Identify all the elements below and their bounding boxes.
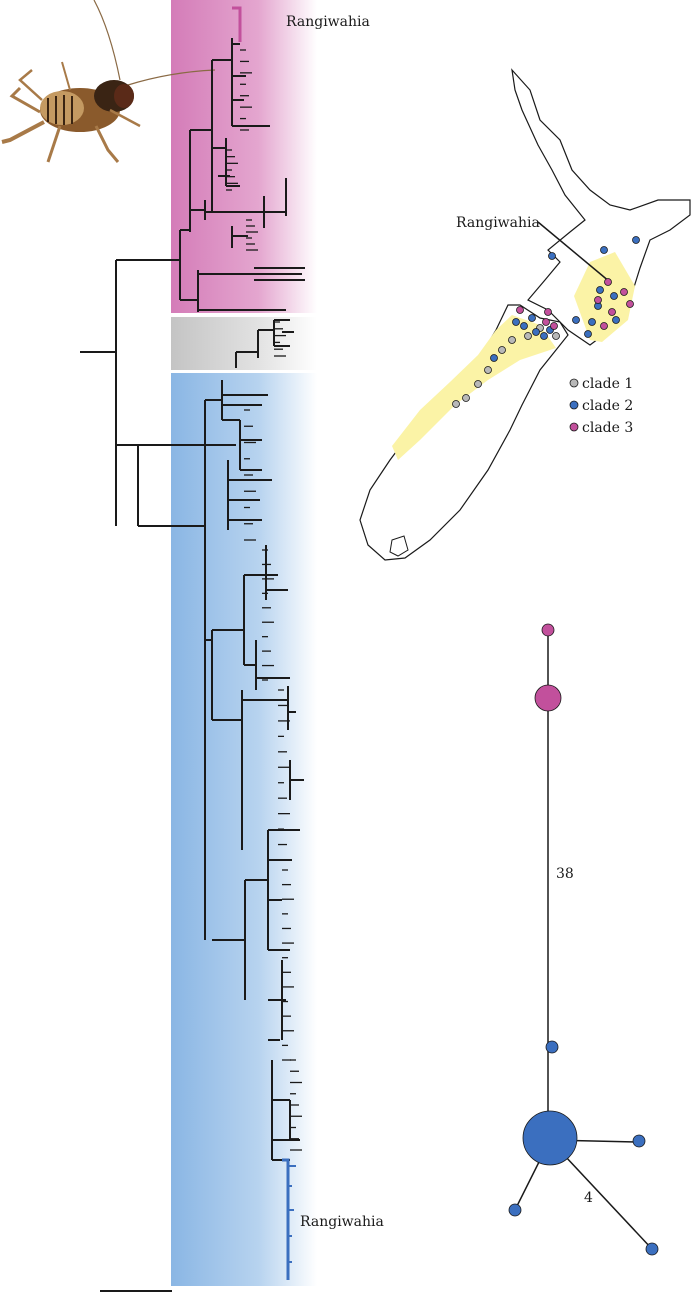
sample-site-dot xyxy=(572,316,580,324)
rangiwahia-branch-blue xyxy=(282,1158,290,1280)
haplotype-node-blue-right xyxy=(632,1134,646,1148)
rangiwahia-label-bottom: Rangiwahia xyxy=(300,1214,384,1230)
sample-site-dot xyxy=(596,286,604,294)
sample-site-dot xyxy=(540,332,548,340)
network-edge-label-38: 38 xyxy=(556,866,574,882)
sample-site-dot xyxy=(490,354,498,362)
sample-site-dot xyxy=(600,322,608,330)
sample-site-dot xyxy=(528,314,536,322)
sample-sites xyxy=(452,236,640,408)
clade3-band xyxy=(171,0,317,313)
legend-clade3-label: clade 3 xyxy=(582,420,633,436)
rangiwahia-branch-ticks xyxy=(288,1165,296,1263)
sample-site-dot xyxy=(452,400,460,408)
haplotype-node-blue-small xyxy=(545,1040,559,1054)
sample-site-dot xyxy=(516,306,524,314)
sample-site-dot xyxy=(508,336,516,344)
haplotype-node-blue-large xyxy=(522,1110,578,1166)
legend-clade3-swatch xyxy=(569,422,579,432)
legend-clade1-label: clade 1 xyxy=(582,376,633,392)
sample-site-dot xyxy=(498,346,506,354)
haplotype-node-pink-small xyxy=(541,623,555,637)
sample-site-dot xyxy=(552,332,560,340)
sample-site-dot xyxy=(594,296,602,304)
network-edge-label-4: 4 xyxy=(584,1190,593,1206)
stewart-island-outline xyxy=(389,535,409,557)
haplotype-node-blue-left xyxy=(508,1203,522,1217)
legend-clade1-swatch xyxy=(569,378,579,388)
tree-leaves xyxy=(226,49,302,1151)
sample-site-dot xyxy=(548,252,556,260)
sample-site-dot xyxy=(532,328,540,336)
rangiwahia-label-map: Rangiwahia xyxy=(456,215,540,231)
sample-site-dot xyxy=(626,300,634,308)
sample-site-dot xyxy=(588,318,596,326)
sample-site-dot xyxy=(512,318,520,326)
haplotype-node-blue-far xyxy=(645,1242,659,1256)
new-zealand-map: Rangiwahia xyxy=(359,68,691,561)
phylogenetic-tree xyxy=(80,38,305,1161)
sample-site-dot xyxy=(462,394,470,402)
sample-site-dot xyxy=(600,246,608,254)
sample-site-dot xyxy=(632,236,640,244)
legend-clade2-swatch xyxy=(569,400,579,410)
sample-site-dot xyxy=(544,308,552,316)
rangiwahia-branch-pink xyxy=(232,6,242,42)
sample-site-dot xyxy=(474,380,482,388)
sample-site-dot xyxy=(550,322,558,330)
sample-site-dot xyxy=(484,366,492,374)
south-island-shaded-range xyxy=(392,315,556,460)
weta-icon xyxy=(1,0,216,163)
sample-site-dot xyxy=(620,288,628,296)
rangiwahia-label-top: Rangiwahia xyxy=(286,14,370,30)
haplotype-network: 38 4 xyxy=(508,623,659,1256)
map-legend: clade 1 clade 2 clade 3 xyxy=(569,376,633,436)
sample-site-dot xyxy=(584,330,592,338)
sample-site-dot xyxy=(604,278,612,286)
sample-site-dot xyxy=(612,316,620,324)
sample-site-dot xyxy=(524,332,532,340)
sample-site-dot xyxy=(520,322,528,330)
sample-site-dot xyxy=(610,292,618,300)
clade1-band xyxy=(171,317,317,370)
sample-site-dot xyxy=(608,308,616,316)
haplotype-node-pink-large xyxy=(534,684,562,712)
rangiwahia-pointer xyxy=(537,221,611,283)
sample-site-dot xyxy=(542,318,550,326)
legend-clade2-label: clade 2 xyxy=(582,398,633,414)
